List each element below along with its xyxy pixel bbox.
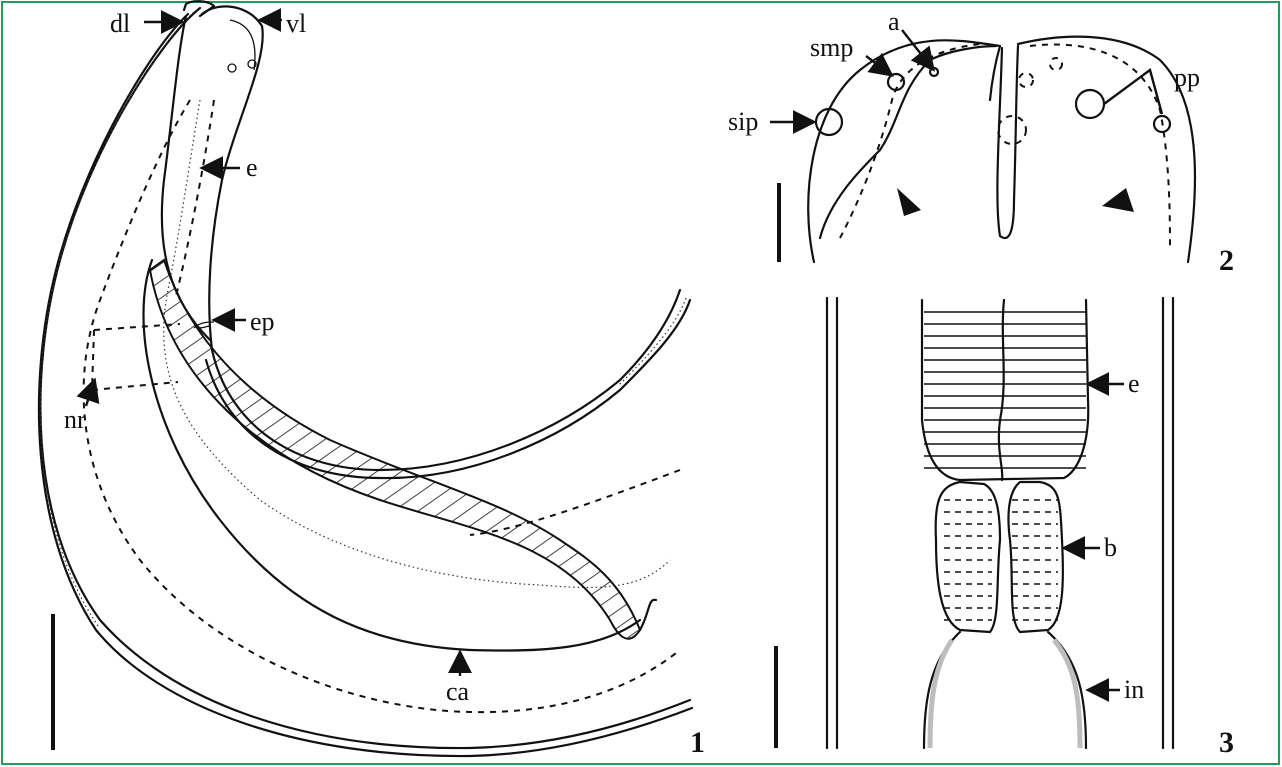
label-sip: sip (728, 107, 758, 136)
sip-papilla (816, 109, 842, 135)
label-vl: vl (286, 9, 306, 38)
panel-2-apical-view (779, 37, 1195, 262)
label-ca: ca (446, 677, 470, 706)
label-nr: nr (64, 405, 86, 434)
label-smp: smp (810, 33, 853, 62)
pp-papilla-large (1076, 90, 1104, 118)
label-ep: ep (250, 307, 275, 336)
amphid (930, 68, 938, 76)
arrowhead-left (897, 188, 921, 216)
label-in: in (1124, 675, 1144, 704)
label-pp: pp (1174, 63, 1200, 92)
panel-number-2: 2 (1219, 244, 1234, 277)
panel-1-anterior-drawing (39, 1, 692, 756)
label-e-panel1: e (246, 153, 258, 182)
panel-3-oesophagus-bulb (776, 298, 1173, 748)
label-a: a (888, 7, 900, 36)
label-dl: dl (110, 9, 130, 38)
nr-arrow (86, 382, 94, 406)
panel-number-1: 1 (690, 726, 705, 759)
pp-arrow (1104, 70, 1162, 114)
label-b: b (1104, 533, 1117, 562)
arrowhead-right (1102, 188, 1134, 212)
panel-number-3: 3 (1219, 726, 1234, 759)
a-arrow (902, 30, 932, 68)
label-e-panel3: e (1128, 369, 1140, 398)
